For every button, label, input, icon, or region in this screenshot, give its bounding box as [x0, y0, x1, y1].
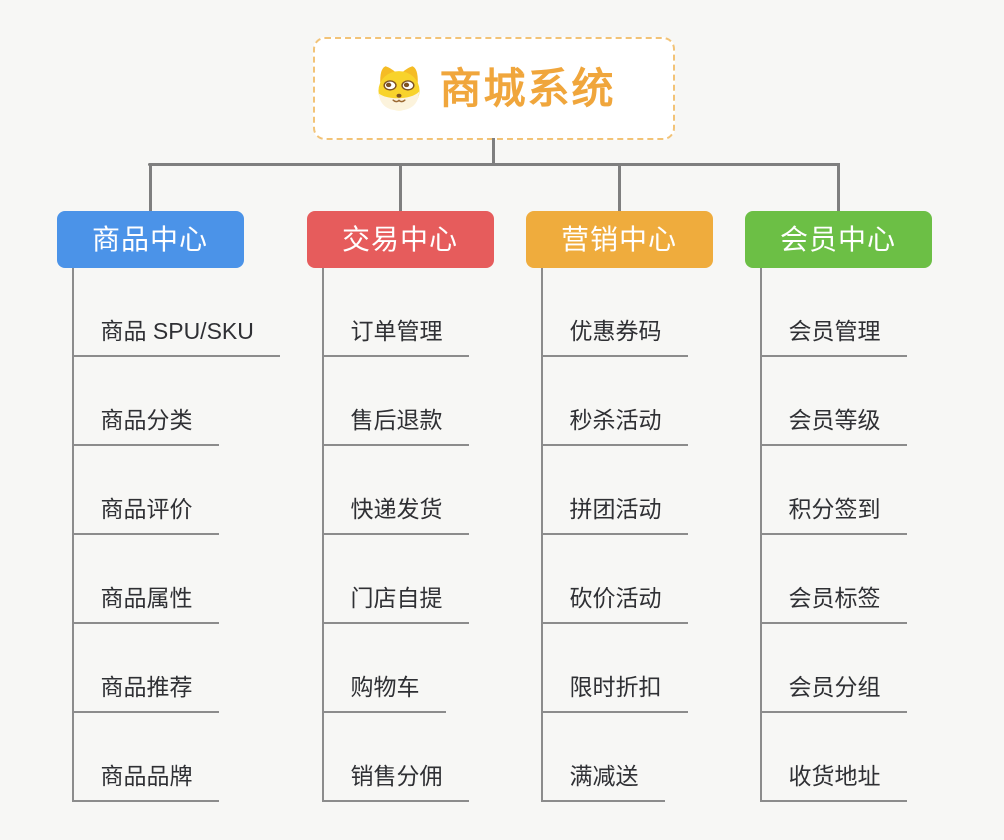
leaf-node[interactable]: 秒杀活动	[542, 357, 753, 446]
branch-label: 交易中心	[341, 223, 458, 255]
leaf-node[interactable]: 商品评价	[73, 446, 284, 535]
branch-node-1[interactable]: 交易中心	[306, 211, 494, 268]
root-title: 商城系统	[439, 64, 616, 112]
leaf-label: 商品推荐	[73, 673, 219, 713]
branch-node-0[interactable]: 商品中心	[56, 211, 244, 268]
branch-node-2[interactable]: 营销中心	[525, 211, 713, 268]
leaf-node[interactable]: 商品属性	[73, 535, 284, 624]
branch-children: 订单管理 售后退款 快递发货 门店自提 购物车 销售分佣	[321, 268, 534, 802]
connector-drop	[836, 163, 840, 211]
leaf-label: 会员标签	[761, 584, 907, 624]
leaf-node[interactable]: 优惠券码	[542, 268, 753, 357]
branch-label: 营销中心	[560, 223, 677, 255]
leaf-node[interactable]: 会员管理	[761, 268, 972, 357]
leaf-node[interactable]: 会员等级	[761, 357, 972, 446]
leaf-node[interactable]: 门店自提	[323, 535, 534, 624]
connector-drop	[617, 163, 621, 211]
leaf-label: 门店自提	[323, 584, 469, 624]
leaf-label: 商品 SPU/SKU	[73, 317, 280, 357]
leaf-label: 商品品牌	[73, 762, 219, 802]
branch-node-3[interactable]: 会员中心	[744, 211, 932, 268]
leaf-node[interactable]: 商品 SPU/SKU	[73, 268, 284, 357]
leaf-node[interactable]: 满减送	[542, 713, 753, 802]
leaf-node[interactable]: 会员标签	[761, 535, 972, 624]
branch-label: 商品中心	[91, 223, 208, 255]
leaf-node[interactable]: 砍价活动	[542, 535, 753, 624]
branch-children: 会员管理 会员等级 积分签到 会员标签 会员分组 收货地址	[759, 268, 972, 802]
leaf-label: 商品分类	[73, 406, 219, 446]
leaf-label: 积分签到	[761, 495, 907, 535]
leaf-label: 满减送	[542, 762, 665, 802]
leaf-node[interactable]: 售后退款	[323, 357, 534, 446]
leaf-label: 订单管理	[323, 317, 469, 357]
leaf-node[interactable]: 快递发货	[323, 446, 534, 535]
root-node[interactable]: 商城系统	[313, 37, 675, 140]
leaf-label: 收货地址	[761, 762, 907, 802]
leaf-label: 商品评价	[73, 495, 219, 535]
branch-children: 优惠券码 秒杀活动 拼团活动 砍价活动 限时折扣 满减送	[540, 268, 753, 802]
leaf-node[interactable]: 购物车	[323, 624, 534, 713]
connector-drop	[148, 163, 152, 211]
leaf-node[interactable]: 订单管理	[323, 268, 534, 357]
leaf-node[interactable]: 拼团活动	[542, 446, 753, 535]
leaf-label: 快递发货	[323, 495, 469, 535]
leaf-node[interactable]: 商品分类	[73, 357, 284, 446]
leaf-node[interactable]: 收货地址	[761, 713, 972, 802]
leaf-node[interactable]: 会员分组	[761, 624, 972, 713]
leaf-label: 会员分组	[761, 673, 907, 713]
leaf-label: 秒杀活动	[542, 406, 688, 446]
leaf-label: 会员等级	[761, 406, 907, 446]
leaf-label: 商品属性	[73, 584, 219, 624]
connector-drop	[398, 163, 402, 211]
connector-horizontal	[148, 163, 840, 166]
leaf-node[interactable]: 商品品牌	[73, 713, 284, 802]
branch-children: 商品 SPU/SKU 商品分类 商品评价 商品属性 商品推荐 商品品牌	[71, 268, 284, 802]
doge-icon	[372, 64, 426, 114]
leaf-label: 销售分佣	[323, 762, 469, 802]
connector-root-stub	[492, 138, 495, 165]
leaf-label: 售后退款	[323, 406, 469, 446]
leaf-label: 拼团活动	[542, 495, 688, 535]
leaf-node[interactable]: 商品推荐	[73, 624, 284, 713]
leaf-label: 优惠券码	[542, 317, 688, 357]
leaf-node[interactable]: 限时折扣	[542, 624, 753, 713]
leaf-label: 购物车	[323, 673, 446, 713]
leaf-node[interactable]: 积分签到	[761, 446, 972, 535]
branch-label: 会员中心	[779, 223, 896, 255]
leaf-node[interactable]: 销售分佣	[323, 713, 534, 802]
leaf-label: 会员管理	[761, 317, 907, 357]
leaf-label: 砍价活动	[542, 584, 688, 624]
leaf-label: 限时折扣	[542, 673, 688, 713]
